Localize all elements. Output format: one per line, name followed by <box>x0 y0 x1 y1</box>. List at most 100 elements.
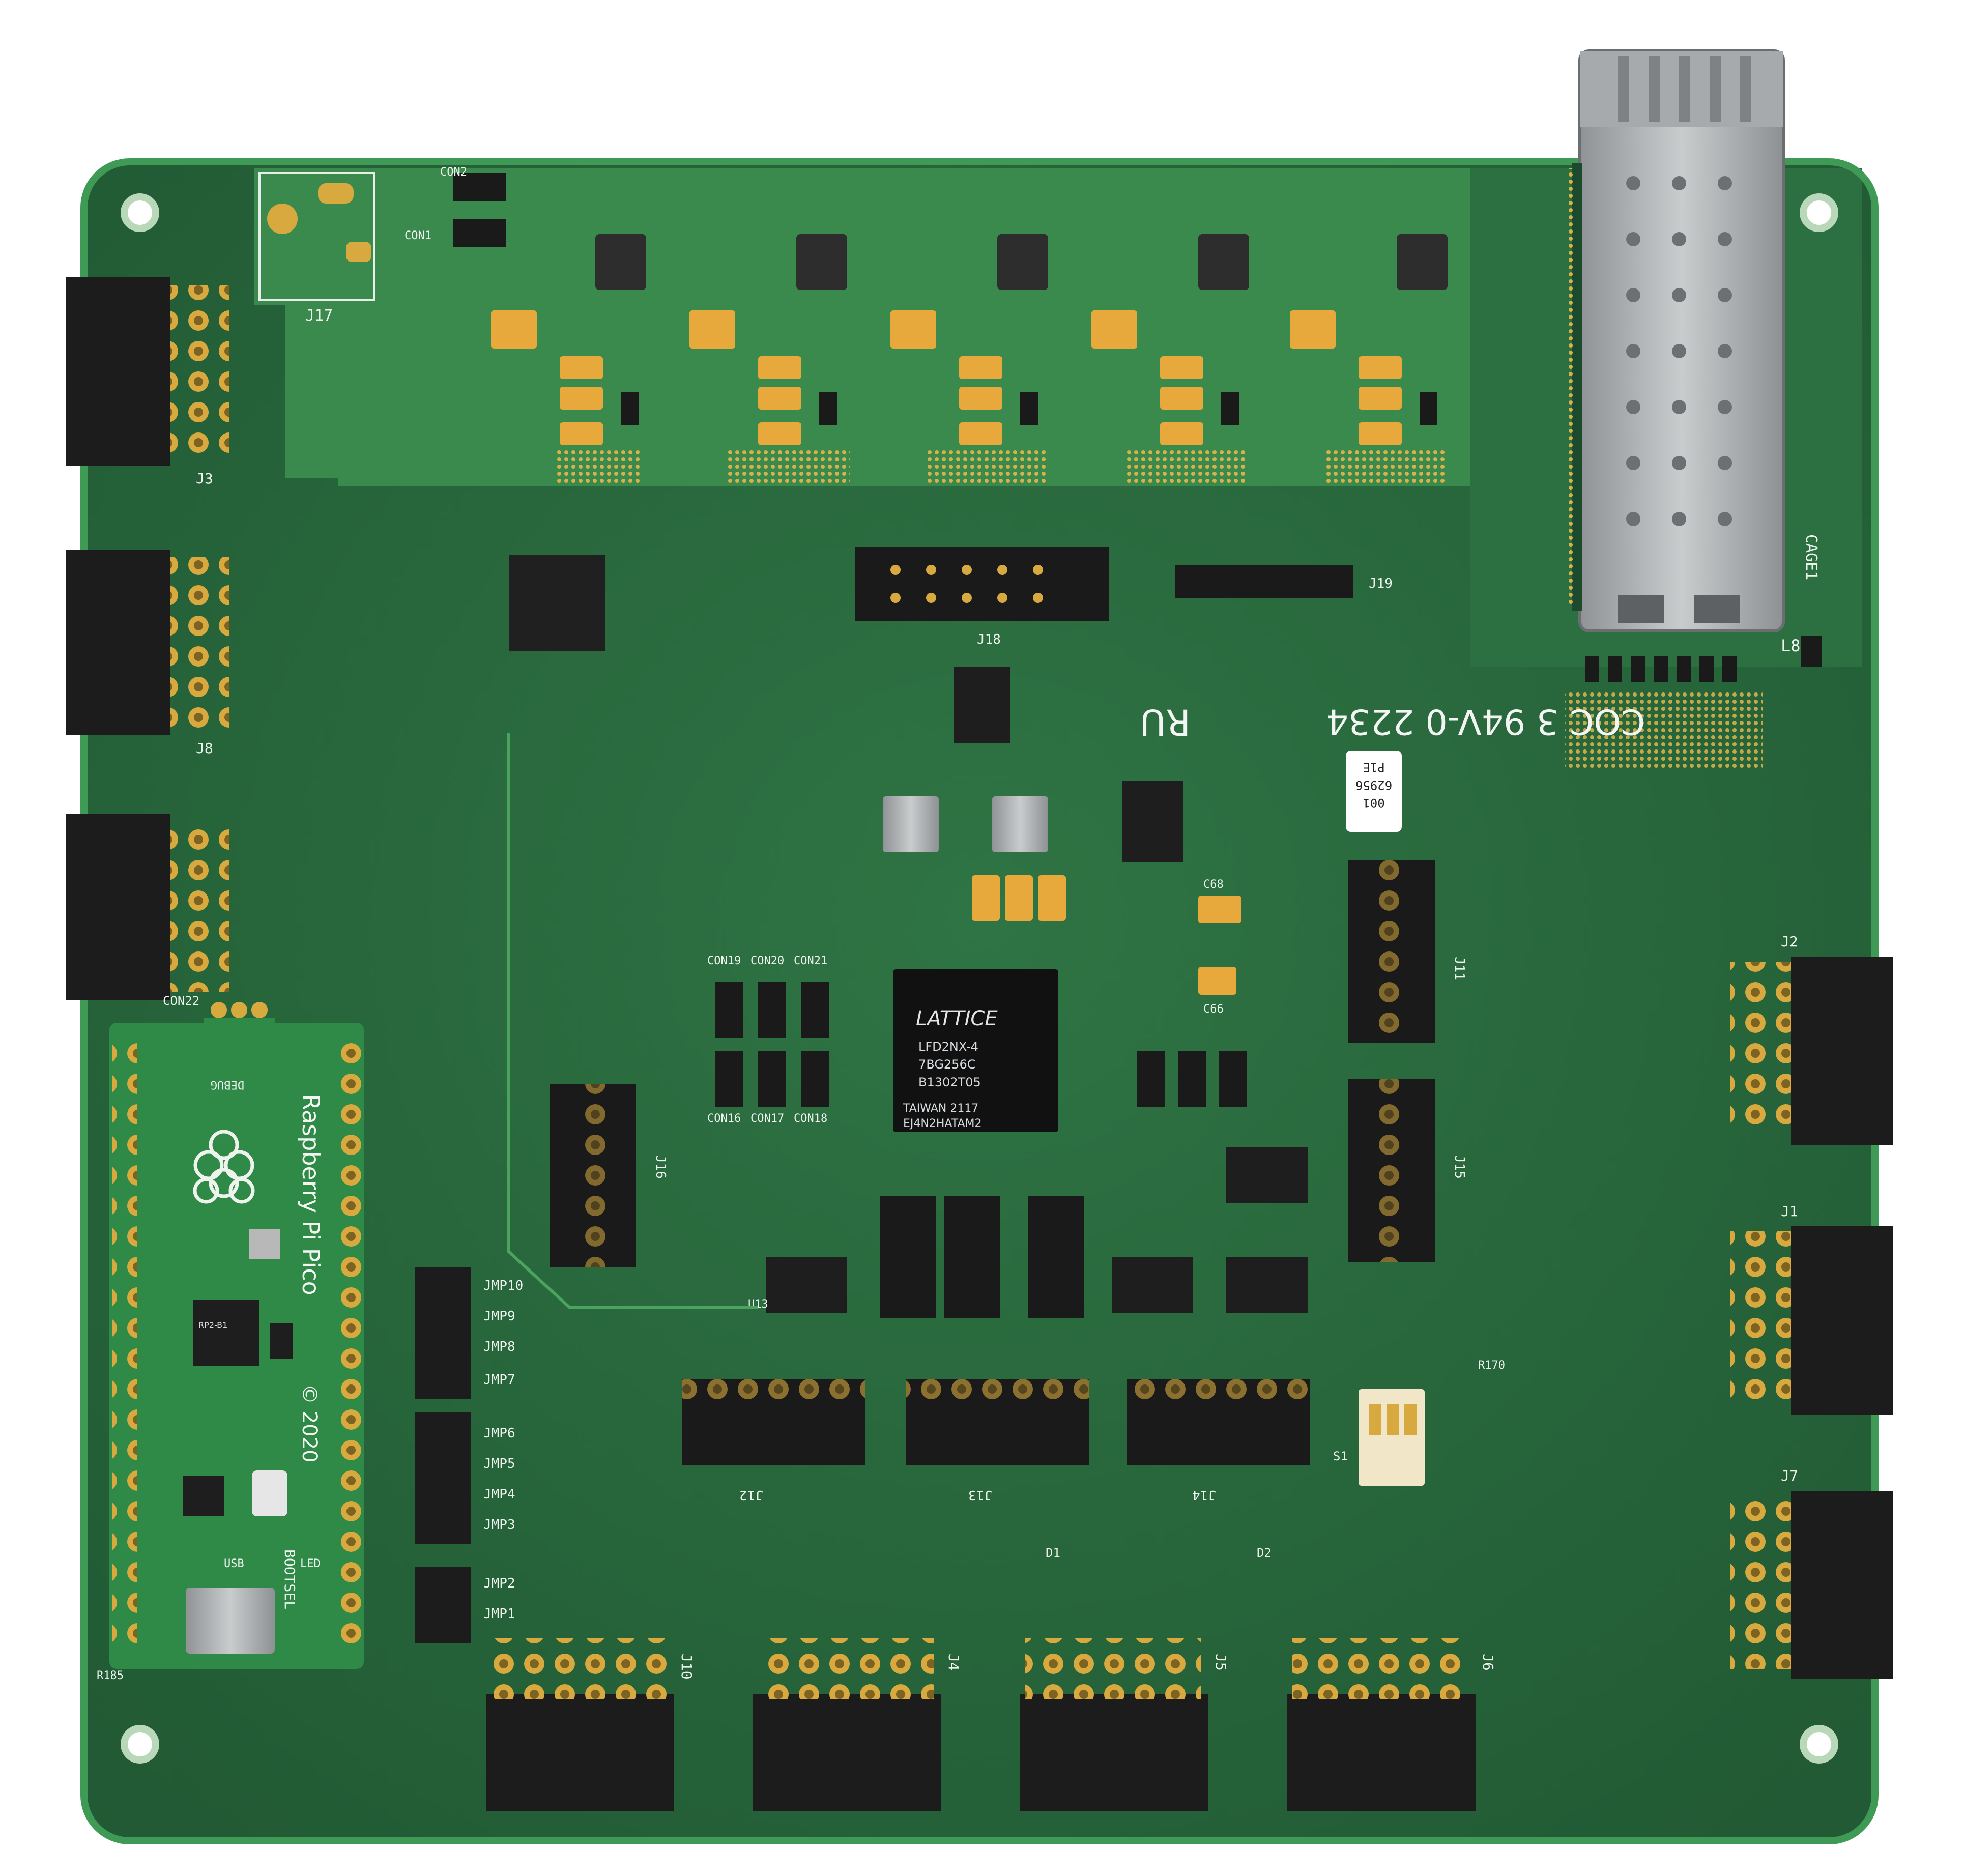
jmp4-label: JMP4 <box>483 1487 515 1502</box>
bootsel-button <box>252 1470 287 1516</box>
r185-label: R185 <box>97 1669 124 1682</box>
con1-con2-headers: CON2 CON1 <box>405 166 506 247</box>
j14-label: J14 <box>1192 1487 1216 1503</box>
con1-label: CON1 <box>405 229 431 242</box>
jumper-block: JMP10 JMP9 JMP8 JMP7 JMP6 JMP5 JMP4 JMP3… <box>415 1267 523 1643</box>
jmp7-label: JMP7 <box>483 1372 515 1388</box>
raspberry-pi-pico: CON22 Raspberry Pi Pico © 2020 DEBUG RP2… <box>109 994 364 1669</box>
pcb-trace <box>507 733 758 1309</box>
raspberry-logo <box>193 1130 255 1204</box>
jmp10-label: JMP10 <box>483 1278 523 1293</box>
j8-label: J8 <box>196 740 213 757</box>
j15-label: J15 <box>1452 1155 1467 1179</box>
sticker-label: P1E 62956 001 <box>1346 751 1402 832</box>
j18-header <box>855 547 1109 621</box>
con21-label: CON21 <box>794 955 827 967</box>
c66-label: C66 <box>1203 1003 1224 1016</box>
connector-j2 <box>1791 957 1893 1145</box>
l8-label: L8 <box>1781 636 1801 655</box>
mounting-holes <box>121 193 1838 1764</box>
pico-title: Raspberry Pi Pico <box>297 1094 325 1295</box>
r170-label: R170 <box>1478 1359 1505 1372</box>
pico-debug-label: DEBUG <box>211 1078 244 1091</box>
j17-label: J17 <box>305 307 333 325</box>
j18-label: J18 <box>977 632 1001 647</box>
j19-label: J19 <box>1369 576 1393 591</box>
connector-j9 <box>66 814 170 1000</box>
certification-mark: COC 3 94V-0 2234 <box>1326 701 1645 741</box>
gold-pad-grid <box>1565 692 1763 768</box>
connector-j5 <box>1020 1694 1208 1811</box>
connector-j3 <box>66 277 170 466</box>
fpga-lot: B1302T05 <box>918 1075 981 1089</box>
j1-label: J1 <box>1781 1203 1798 1220</box>
oscillator-u10 <box>992 796 1048 852</box>
fpga-brand: LATTICE <box>916 1007 998 1030</box>
connector-j4 <box>753 1694 941 1811</box>
usb-label: USB <box>224 1557 244 1570</box>
jmp1-label: JMP1 <box>483 1606 515 1622</box>
sfp-cage: CAGE1 <box>1578 49 1820 632</box>
sticker-line3: 001 <box>1363 796 1384 810</box>
j2-label: J2 <box>1781 933 1798 950</box>
j12-label: J12 <box>739 1487 763 1503</box>
jmp5-label: JMP5 <box>483 1456 515 1471</box>
led-label: LED <box>300 1557 321 1570</box>
jmp3-label: JMP3 <box>483 1517 515 1533</box>
connector-j8 <box>66 550 170 735</box>
ul-mark: RU <box>1140 701 1191 743</box>
con20-label: CON20 <box>750 955 784 967</box>
fpga-code: EJ4N2HATAM2 <box>903 1117 981 1130</box>
d2-label: D2 <box>1257 1546 1272 1560</box>
con22-label: CON22 <box>163 994 199 1008</box>
j13-label: J13 <box>968 1487 992 1503</box>
j3-label: J3 <box>196 470 213 487</box>
usb-connector <box>186 1588 275 1654</box>
sticker-line2: 62956 <box>1355 778 1392 792</box>
j16-label: J16 <box>653 1155 668 1179</box>
center-components: J18 J19 COC 3 94V-0 2234 RU P1E 62956 00… <box>97 547 1645 1682</box>
pico-year: © 2020 <box>298 1384 321 1463</box>
rp2040-label: RP2-B1 <box>198 1320 227 1330</box>
connector-j1 <box>1791 1226 1893 1415</box>
dip-switch-s1: S1 R170 <box>1333 1359 1505 1486</box>
j11-label: J11 <box>1452 957 1467 980</box>
jmp9-label: JMP9 <box>483 1309 515 1324</box>
j7-label: J7 <box>1781 1467 1798 1484</box>
jmp2-label: JMP2 <box>483 1576 515 1591</box>
con2-label: CON2 <box>440 166 467 179</box>
oscillator-u12 <box>883 796 939 852</box>
s1-label: S1 <box>1333 1449 1348 1463</box>
connector-j6 <box>1287 1694 1476 1811</box>
rp2040-chip <box>193 1300 259 1366</box>
bottom-connectors: J10 J4 J5 J6 <box>486 1638 1496 1811</box>
bootsel-label: BOOTSEL <box>281 1549 298 1609</box>
fpga-origin: TAIWAN 2117 <box>903 1102 978 1115</box>
sticker-line1: P1E <box>1363 760 1384 774</box>
j4-label: J4 <box>945 1654 962 1671</box>
fpga-part: LFD2NX-4 <box>918 1040 978 1054</box>
jmp8-label: JMP8 <box>483 1339 515 1354</box>
connector-j7 <box>1791 1491 1893 1679</box>
jmp6-label: JMP6 <box>483 1426 515 1441</box>
con19-label: CON19 <box>707 955 741 967</box>
power-stages <box>491 234 1448 486</box>
con16-label: CON16 <box>707 1112 741 1125</box>
c68-label: C68 <box>1203 878 1224 891</box>
left-connectors: J3 J8 <box>66 277 229 1000</box>
j10-label: J10 <box>678 1654 695 1680</box>
j5-label: J5 <box>1212 1654 1229 1671</box>
j19-header <box>1175 565 1353 598</box>
cage-label: CAGE1 <box>1802 534 1820 580</box>
u7-chip <box>509 555 605 651</box>
d1-label: D1 <box>1046 1546 1060 1560</box>
connector-j10 <box>486 1694 674 1811</box>
lattice-fpga: LATTICE LFD2NX-4 7BG256C B1302T05 TAIWAN… <box>893 969 1058 1132</box>
j6-label: J6 <box>1480 1654 1496 1671</box>
con17-label: CON17 <box>750 1112 784 1125</box>
con18-label: CON18 <box>794 1112 827 1125</box>
fpga-package: 7BG256C <box>918 1057 975 1072</box>
right-connectors: J2 J1 J7 <box>1730 933 1893 1679</box>
j17-terminal: J17 <box>258 172 375 325</box>
